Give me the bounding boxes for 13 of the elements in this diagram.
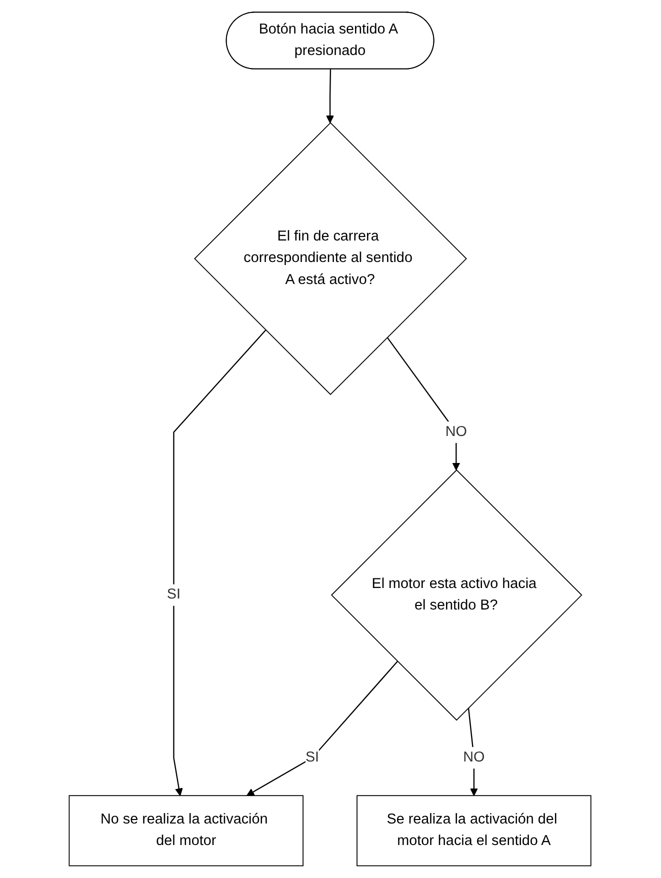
node-diamond: El fin de carrera correspondiente al sentido A está activo? — [194, 122, 468, 396]
arrow — [246, 661, 398, 796]
arrow — [468, 708, 478, 796]
arrow — [387, 336, 461, 470]
edge-label: SI — [306, 750, 320, 766]
node-box: No se realiza la activación del motor — [69, 795, 304, 866]
edge-label: NO — [446, 424, 468, 440]
edge-label: NO — [464, 750, 486, 766]
node-box: Se realiza la activación del motor hacia el sentido A — [357, 795, 592, 866]
arrow — [174, 330, 267, 796]
edge-label: SI — [167, 586, 181, 602]
node-diamond: El motor esta activo hacia el sentido B? — [331, 469, 583, 721]
arrow — [326, 69, 334, 124]
